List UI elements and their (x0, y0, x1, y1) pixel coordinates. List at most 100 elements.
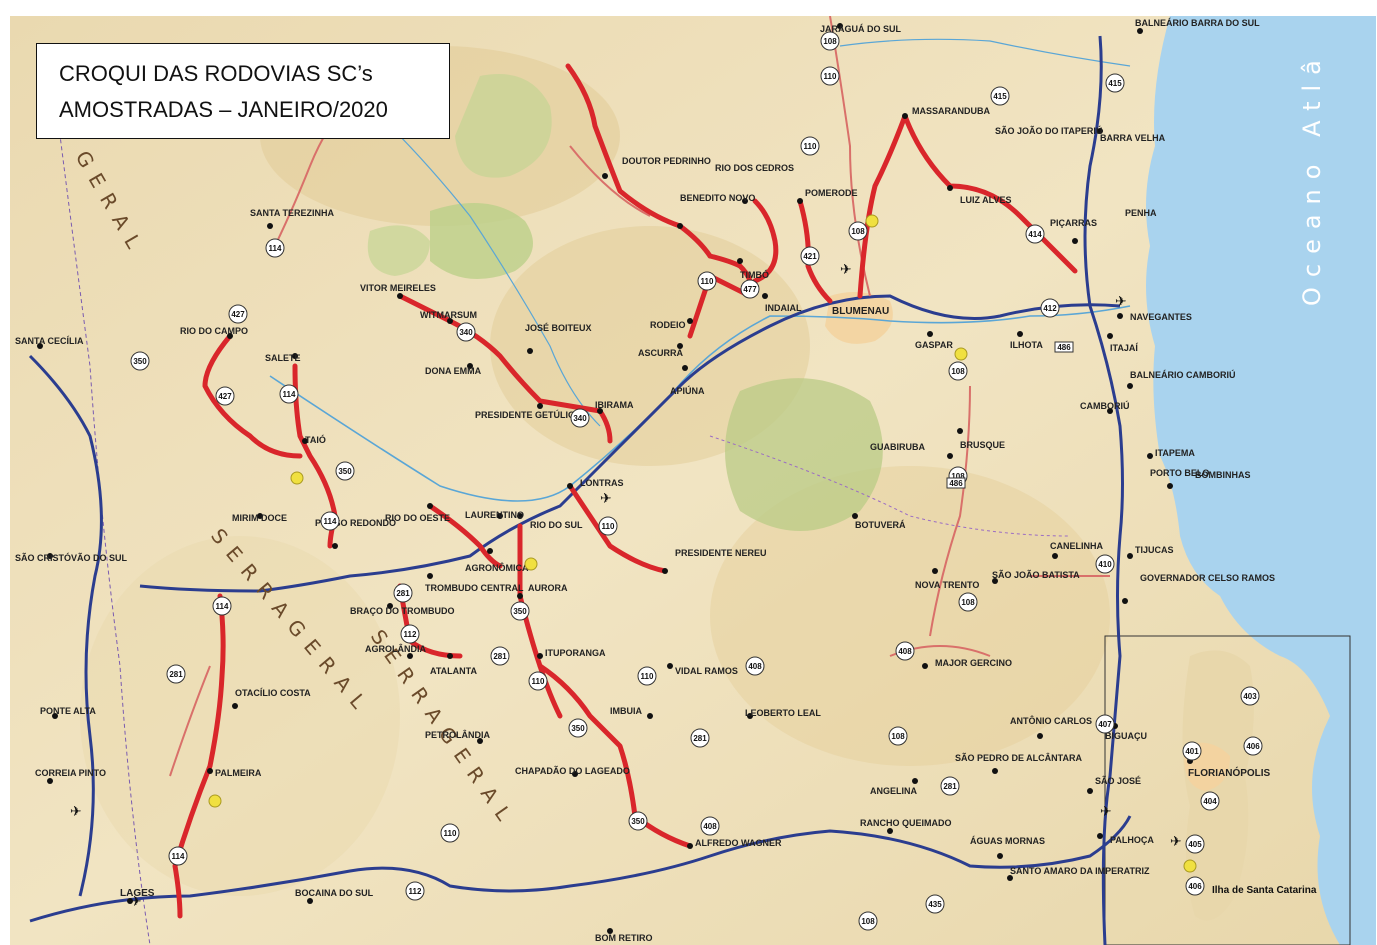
svg-text:✈: ✈ (1115, 294, 1127, 310)
br-116[interactable] (28, 354, 103, 897)
svg-text:108: 108 (951, 472, 965, 481)
svg-text:108: 108 (851, 227, 865, 236)
svg-text:108: 108 (951, 367, 965, 376)
town-brusque: BRUSQUE (960, 440, 1005, 450)
town-ituporanga: ITUPORANGA (545, 648, 606, 658)
town-guabiruba: GUABIRUBA (870, 442, 925, 452)
town-itapema: ITAPEMA (1155, 448, 1195, 458)
shield-281c: 281 (490, 646, 510, 666)
town-pomerode: POMERODE (805, 188, 858, 198)
map-frame[interactable]: G E R A L S E R R A G E R A L S E R R A … (10, 16, 1376, 945)
town-gaspar: GASPAR (915, 340, 953, 350)
svg-text:415: 415 (993, 92, 1007, 101)
river-itapocu (839, 38, 1131, 67)
svg-text:350: 350 (338, 467, 352, 476)
road-map[interactable]: G E R A L S E R R A G E R A L S E R R A … (10, 16, 1376, 945)
town-blumenau: BLUMENAU (832, 306, 889, 317)
town-angelina: ANGELINA (870, 786, 918, 796)
sc-110-south-sampled[interactable] (537, 663, 563, 719)
shield-407: 407 (1095, 714, 1115, 734)
shield-110d: 110 (598, 516, 618, 536)
svg-text:350: 350 (571, 724, 585, 733)
svg-text:427: 427 (231, 310, 245, 319)
svg-text:✈: ✈ (600, 491, 612, 507)
shield-108d: 108 (958, 592, 978, 612)
shield-408c: 408 (700, 816, 720, 836)
shield-114: 114 (265, 238, 285, 258)
ocean (1146, 16, 1376, 945)
state-border-dashed (49, 55, 151, 945)
shield-108f: 108 (948, 361, 968, 381)
svg-text:112: 112 (409, 887, 422, 896)
svg-text:108: 108 (891, 732, 905, 741)
shield-350: 350 (335, 461, 355, 481)
shield-114b: 114 (279, 384, 299, 404)
svg-text:408: 408 (703, 822, 717, 831)
sc-108-sampled[interactable] (857, 113, 908, 299)
svg-text:110: 110 (824, 72, 837, 81)
shield-403: 403 (1240, 686, 1260, 706)
sc-laurentino-sampled[interactable] (427, 503, 503, 569)
forest-patch (367, 225, 430, 276)
shield-401: 401 (1182, 741, 1202, 761)
town-rio-do-campo: RIO DO CAMPO (180, 326, 248, 336)
town-mirim-doce: MIRIM DOCE (232, 513, 287, 523)
shield-408: 408 (745, 656, 765, 676)
town-witmarsum: WITMARSUM (420, 310, 477, 320)
town-alfredo-wagner: ALFREDO WAGNER (695, 838, 782, 848)
town-rancho-queimado: RANCHO QUEIMADO (860, 818, 952, 828)
federal-highways (28, 35, 1132, 945)
br-101[interactable] (1083, 35, 1124, 945)
town-ilhota: ILHOTA (1010, 340, 1043, 350)
svg-text:408: 408 (898, 647, 912, 656)
town-timbo: TIMBÓ (740, 269, 769, 280)
svg-text:407: 407 (1098, 720, 1112, 729)
town-ibirama: IBIRAMA (595, 400, 634, 410)
town-presidente-getulio: PRESIDENTE GETÚLIO (475, 409, 575, 420)
shield-350b: 350 (510, 601, 530, 621)
town-pouso-redondo: POUSO REDONDO (315, 518, 396, 528)
town-canelinha: CANELINHA (1050, 541, 1103, 551)
br-470[interactable] (139, 294, 1121, 593)
town-itajai: ITAJAÍ (1110, 343, 1138, 353)
sc-477-sampled[interactable] (565, 63, 713, 259)
shield-114e: 114 (168, 846, 188, 866)
br-282[interactable] (29, 815, 1132, 923)
svg-text:401: 401 (1185, 747, 1199, 756)
sc-114-south-sampled[interactable] (172, 593, 226, 919)
svg-text:486: 486 (949, 479, 963, 488)
svg-text:281: 281 (396, 589, 410, 598)
town-agronomica: AGRONÔMICA (465, 562, 529, 573)
shield-350e: 350 (130, 351, 150, 371)
shield-110: 110 (820, 66, 840, 86)
shield-427: 427 (228, 304, 248, 324)
shield-404: 404 (1200, 791, 1220, 811)
svg-text:477: 477 (743, 285, 757, 294)
shield-340b: 340 (570, 408, 590, 428)
svg-text:114: 114 (216, 602, 229, 611)
svg-text:✈: ✈ (1170, 834, 1182, 850)
shield-406b: 406 (1185, 876, 1205, 896)
island-santa-catarina (1182, 650, 1254, 921)
town-vitor-meireles: VITOR MEIRELES (360, 283, 436, 293)
sc-421b-sampled[interactable] (797, 198, 833, 304)
shield-410: 410 (1095, 554, 1115, 574)
sc-lontras-sampled[interactable] (567, 483, 668, 574)
town-florianopolis: FLORIANÓPOLIS (1188, 766, 1271, 779)
relief-patch (80, 536, 400, 896)
sc-427-sampled[interactable] (202, 333, 303, 459)
town-lages: LAGES (120, 888, 155, 899)
town-bocaina: BOCAINA DO SUL (295, 888, 374, 898)
town-porto-belo: PORTO BELO (1150, 468, 1209, 478)
town-rio-do-sul: RIO DO SUL (530, 520, 583, 530)
sc-421-sampled[interactable] (752, 198, 779, 284)
shield-415: 415 (990, 86, 1010, 106)
sc-414-sampled[interactable] (902, 113, 1078, 274)
town-santa-terezinha: SANTA TEREZINHA (250, 208, 334, 218)
svg-text:486: 486 (1057, 343, 1071, 352)
town-antonio-carlos: ANTÔNIO CARLOS (1010, 715, 1092, 726)
svg-text:408: 408 (748, 662, 762, 671)
title-line-2: AMOSTRADAS – JANEIRO/2020 (59, 97, 388, 122)
svg-text:421: 421 (803, 252, 817, 261)
river-itajai-norte (389, 125, 601, 427)
